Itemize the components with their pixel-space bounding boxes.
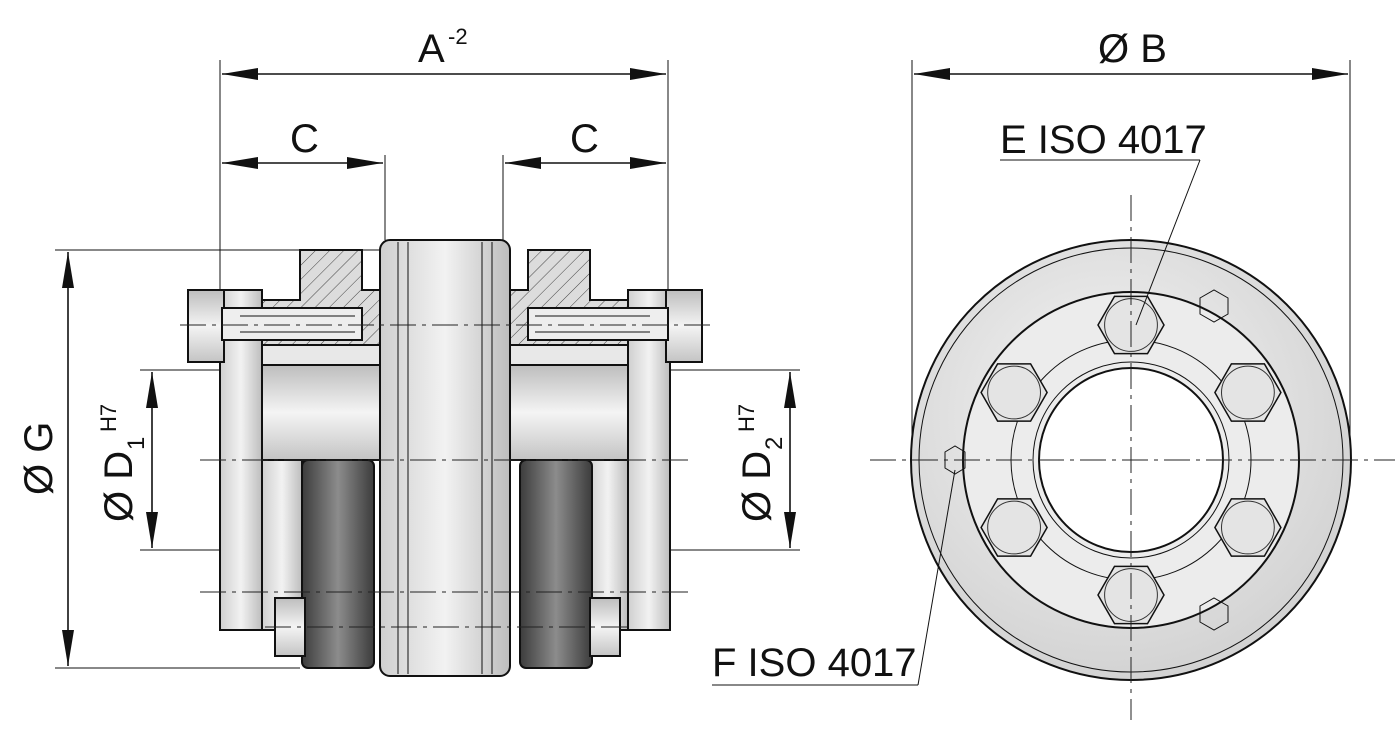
- hex-bolt-f-top-right: [1199, 289, 1229, 323]
- arrowhead: [62, 630, 74, 666]
- arrowhead: [630, 157, 666, 169]
- arrowhead: [1312, 68, 1348, 80]
- callout-e-label: E ISO 4017: [1000, 118, 1207, 162]
- dim-c-right-label: C: [570, 117, 599, 161]
- right-taper-ring: [502, 344, 629, 366]
- hex-bolts-e: [980, 295, 1282, 625]
- dim-d1-label-group: Ø D 1 H7: [96, 404, 150, 522]
- left-hub-upper: [261, 364, 386, 461]
- arrowhead: [784, 372, 796, 408]
- hex-bolt-washer: [987, 500, 1041, 555]
- hex-bolt-head: [1214, 363, 1282, 422]
- side-view: A -2 C C Ø G Ø D 1 H7 Ø D 2 H7: [17, 24, 800, 677]
- arrowhead: [630, 68, 666, 80]
- dim-b-label: Ø B: [1098, 27, 1167, 71]
- left-elastomer: [301, 459, 375, 669]
- dim-d2-label-group: Ø D 2 H7: [734, 404, 788, 522]
- right-elastomer: [519, 459, 593, 669]
- arrowhead: [505, 157, 541, 169]
- hex-bolt-head: [980, 363, 1048, 422]
- arrowhead: [62, 252, 74, 288]
- dim-c-left-label: C: [290, 117, 319, 161]
- hex-bolt-f-left: [944, 445, 966, 475]
- callout-e-leader: [1135, 159, 1201, 326]
- hex-bolt-head: [980, 498, 1048, 557]
- front-view: Ø B E ISO 4017 F ISO 4017: [712, 27, 1395, 720]
- arrowhead: [347, 157, 383, 169]
- left-taper-ring: [261, 344, 386, 366]
- arrowhead: [146, 372, 158, 408]
- hex-bolt-washer: [1221, 500, 1275, 555]
- dim-d2-tolerance: H7: [734, 404, 759, 432]
- right-bolt-head: [665, 289, 703, 363]
- dim-d2-subscript: 2: [761, 437, 788, 450]
- arrowhead: [222, 157, 258, 169]
- dim-d1-label: Ø D: [97, 451, 141, 522]
- callout-f-leader: [917, 469, 956, 686]
- right-hub-upper: [502, 364, 629, 461]
- dim-g-label: Ø G: [17, 422, 61, 495]
- right-bolt-shank: [527, 307, 669, 341]
- arrowhead: [784, 512, 796, 548]
- hex-bolt-washer: [1221, 365, 1275, 420]
- left-bolt-shank: [221, 307, 363, 341]
- center-spacer: [379, 239, 511, 677]
- dim-d1-subscript: 1: [123, 437, 150, 450]
- dim-d1-tolerance: H7: [96, 404, 121, 432]
- hex-bolt-head: [1214, 498, 1282, 557]
- dim-a-label: A: [418, 27, 445, 71]
- left-bolt-head: [187, 289, 225, 363]
- arrowhead: [914, 68, 950, 80]
- arrowhead: [222, 68, 258, 80]
- dim-d2-label: Ø D: [735, 451, 779, 522]
- dim-a-superscript: -2: [448, 24, 468, 49]
- hex-bolt-f-bottom-right: [1199, 597, 1229, 631]
- hex-bolt-washer: [987, 365, 1041, 420]
- arrowhead: [146, 512, 158, 548]
- callout-f-label: F ISO 4017: [712, 641, 917, 685]
